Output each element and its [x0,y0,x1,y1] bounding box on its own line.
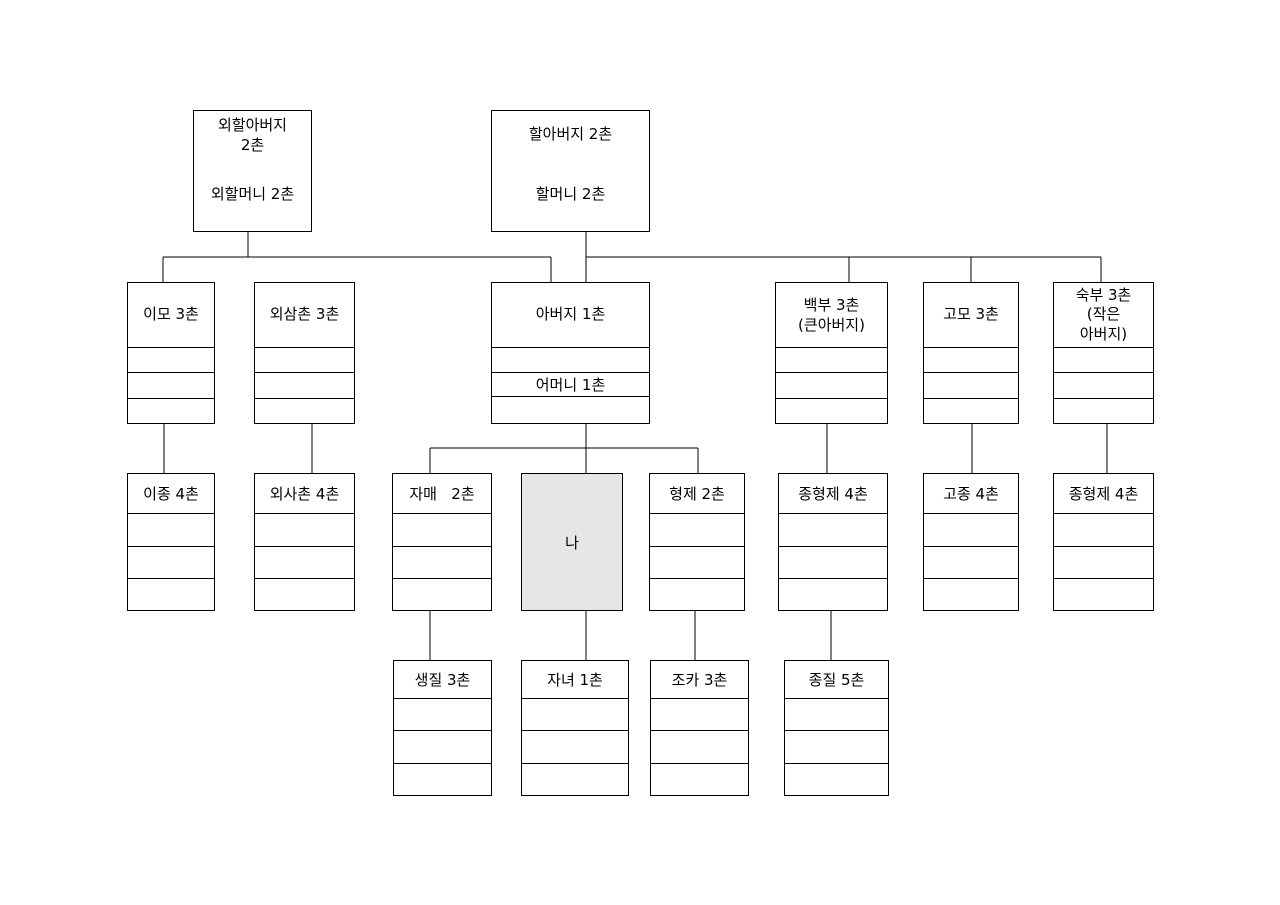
janyeo-box: 자녀 1촌 [521,660,629,796]
gomo-box: 고모 3촌 [923,282,1019,424]
saengjil-label: 생질 3촌 [414,671,471,689]
jonghyeongje-sukbu-box: 종형제 4촌 [1053,473,1154,611]
maternal-grandmother-label: 외할머니 2촌 [210,185,295,203]
baekbu-sub-label: (큰아버지) [798,316,865,334]
maternal-grandparents-box: 외할아버지 2촌 외할머니 2촌 [193,110,312,232]
jonghyeongje-sukbu-label: 종형제 4촌 [1068,485,1139,503]
oesamchon-label: 외삼촌 3촌 [269,305,340,323]
maternal-grandfather-label: 외할아버지 [217,116,287,134]
grandmother-label: 할머니 2촌 [535,185,606,203]
gojong-box: 고종 4촌 [923,473,1019,611]
sukbu-sub-label-2: 아버지) [1079,325,1128,343]
oesachon-label: 외사촌 4촌 [269,485,340,503]
gomo-label: 고모 3촌 [943,305,999,323]
jamae-label: 자매 2촌 [409,485,475,503]
jonghyeongje-paternal-label: 종형제 4촌 [798,485,868,503]
joka-label: 조카 3촌 [671,671,728,689]
jamae-box: 자매 2촌 [392,473,492,611]
hyeongje-box: 형제 2촌 [649,473,745,611]
janyeo-label: 자녀 1촌 [547,671,603,689]
father-label: 아버지 1촌 [535,305,606,323]
me-label: 나 [565,534,579,552]
sukbu-sub-label-1: (작은 [1086,305,1121,323]
mother-label: 어머니 1촌 [535,376,606,394]
jonghyeongje-paternal-box: 종형제 4촌 [778,473,888,611]
me-box: 나 [521,473,623,611]
ijong-box: 이종 4촌 [127,473,215,611]
ijong-label: 이종 4촌 [143,485,199,503]
jongjil-label: 종질 5촌 [808,671,865,689]
baekbu-label: 백부 3촌 [803,296,860,314]
oesachon-box: 외사촌 4촌 [254,473,355,611]
grandfather-label: 할아버지 2촌 [528,125,613,143]
jongjil-box: 종질 5촌 [784,660,889,796]
sukbu-label: 숙부 3촌 [1075,286,1132,304]
oesamchon-box: 외삼촌 3촌 [254,282,355,424]
paternal-grandparents-box: 할아버지 2촌 할머니 2촌 [491,110,650,232]
saengjil-box: 생질 3촌 [393,660,492,796]
imo-box: 이모 3촌 [127,282,215,424]
baekbu-box: 백부 3촌 (큰아버지) [775,282,888,424]
joka-box: 조카 3촌 [650,660,749,796]
sukbu-box: 숙부 3촌 (작은 아버지) [1053,282,1154,424]
hyeongje-label: 형제 2촌 [669,485,725,503]
parents-box: 아버지 1촌 어머니 1촌 [491,282,650,424]
maternal-grandfather-chon: 2촌 [240,136,265,154]
gojong-label: 고종 4촌 [943,485,999,503]
imo-label: 이모 3촌 [143,305,199,323]
